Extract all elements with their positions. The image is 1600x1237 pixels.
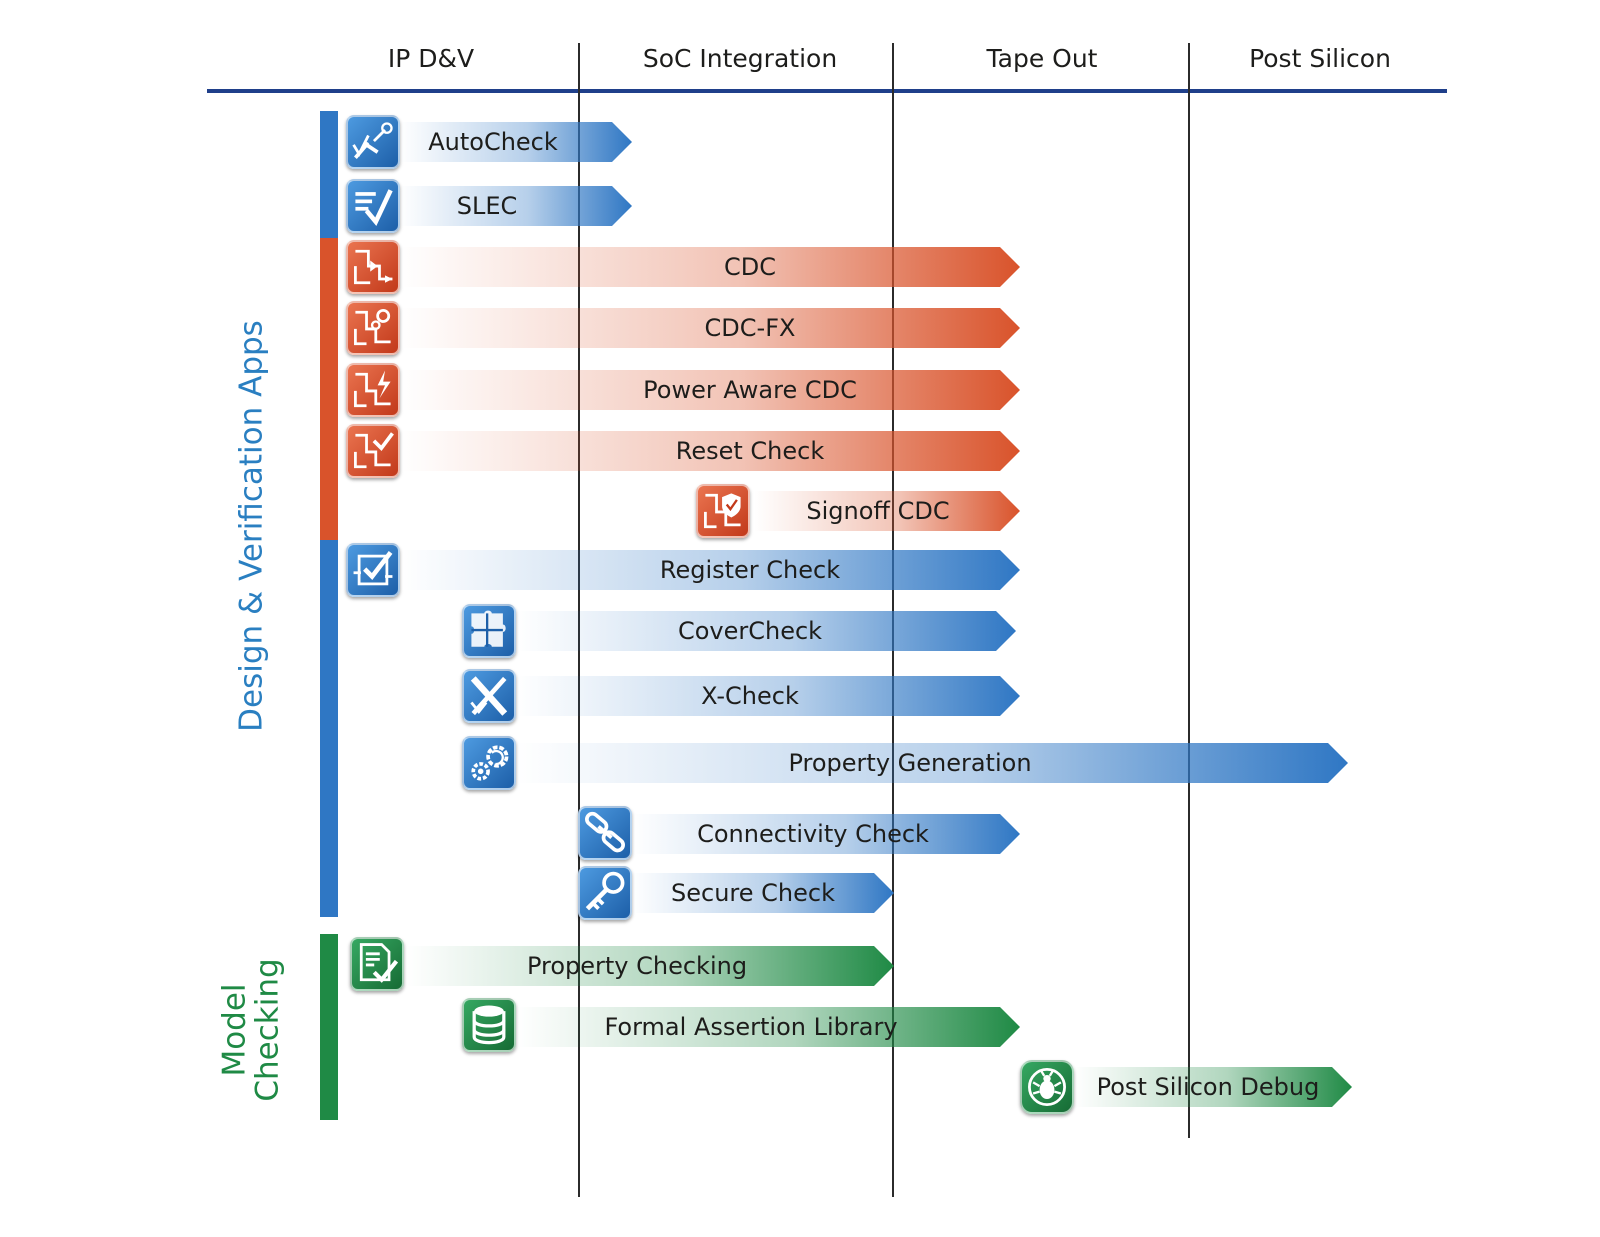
tool-label: Connectivity Check bbox=[697, 820, 929, 848]
tool-bar bbox=[754, 491, 1020, 531]
tool-bar bbox=[406, 946, 894, 986]
track-blue-top bbox=[320, 111, 338, 238]
phase-label-post-silicon: Post Silicon bbox=[1249, 44, 1391, 73]
clock-domain-power-icon bbox=[346, 363, 400, 417]
tool-label: X-Check bbox=[701, 682, 799, 710]
category-label-design-verification: Design & Verification Apps bbox=[233, 320, 270, 732]
tool-bar bbox=[400, 431, 1020, 471]
tool-bar bbox=[400, 370, 1020, 410]
tool-label: CDC bbox=[724, 253, 776, 281]
phase-label-tape-out: Tape Out bbox=[986, 44, 1098, 73]
document-check-icon bbox=[350, 937, 404, 991]
track-blue-bottom bbox=[320, 540, 338, 917]
tool-label: CoverCheck bbox=[677, 617, 823, 645]
list-check-icon bbox=[346, 179, 400, 233]
puzzle-icon bbox=[462, 604, 516, 658]
clock-domain-crossing-icon bbox=[346, 240, 400, 294]
tool-label: Formal Assertion Library bbox=[604, 1013, 898, 1041]
clock-domain-shield-icon bbox=[696, 484, 750, 538]
track-green bbox=[320, 934, 338, 1120]
tool-label: AutoCheck bbox=[428, 128, 558, 156]
tool-bar bbox=[516, 743, 1348, 783]
phase-divider-3 bbox=[1188, 43, 1190, 1138]
tool-label: Secure Check bbox=[671, 879, 835, 907]
track-orange bbox=[320, 238, 338, 540]
category-label-model-checking: Model Checking bbox=[216, 958, 285, 1102]
bug-icon bbox=[1020, 1060, 1074, 1114]
tool-bar bbox=[400, 247, 1020, 287]
tool-bar bbox=[400, 186, 632, 226]
tool-label: Register Check bbox=[659, 556, 841, 584]
tool-label: Post Silicon Debug bbox=[1096, 1073, 1320, 1101]
phase-label-ip-dv: IP D&V bbox=[387, 44, 475, 73]
tool-bar bbox=[632, 814, 1020, 854]
robot-arm-check-icon bbox=[346, 115, 400, 169]
clock-domain-reset-icon bbox=[346, 424, 400, 478]
phase-label-soc-integration: SoC Integration bbox=[642, 44, 838, 73]
tool-label: Property Generation bbox=[788, 749, 1032, 777]
gears-refresh-icon bbox=[462, 736, 516, 790]
key-icon bbox=[578, 866, 632, 920]
tool-label: CDC-FX bbox=[704, 314, 796, 342]
database-icon bbox=[462, 998, 516, 1052]
chain-link-icon bbox=[578, 806, 632, 860]
x-check-icon bbox=[462, 669, 516, 723]
header-rule bbox=[207, 89, 1447, 93]
category-label-line-1: Model bbox=[216, 983, 253, 1077]
category-label-line-2: Checking bbox=[249, 958, 285, 1102]
register-check-icon bbox=[346, 543, 400, 597]
tool-label: Signoff CDC bbox=[806, 497, 950, 525]
tool-label: Power Aware CDC bbox=[643, 376, 857, 404]
tool-bar bbox=[516, 676, 1020, 716]
tool-bar bbox=[400, 550, 1020, 590]
tool-bar bbox=[516, 611, 1016, 651]
tool-label: Property Checking bbox=[526, 952, 748, 980]
tool-bar bbox=[1074, 1067, 1352, 1107]
tool-bar bbox=[400, 122, 632, 162]
tool-bar bbox=[516, 1007, 1020, 1047]
tool-bar bbox=[400, 308, 1020, 348]
clock-domain-gears-icon bbox=[346, 301, 400, 355]
tool-label: Reset Check bbox=[675, 437, 825, 465]
tool-bar bbox=[632, 873, 894, 913]
tool-label: SLEC bbox=[456, 192, 518, 220]
